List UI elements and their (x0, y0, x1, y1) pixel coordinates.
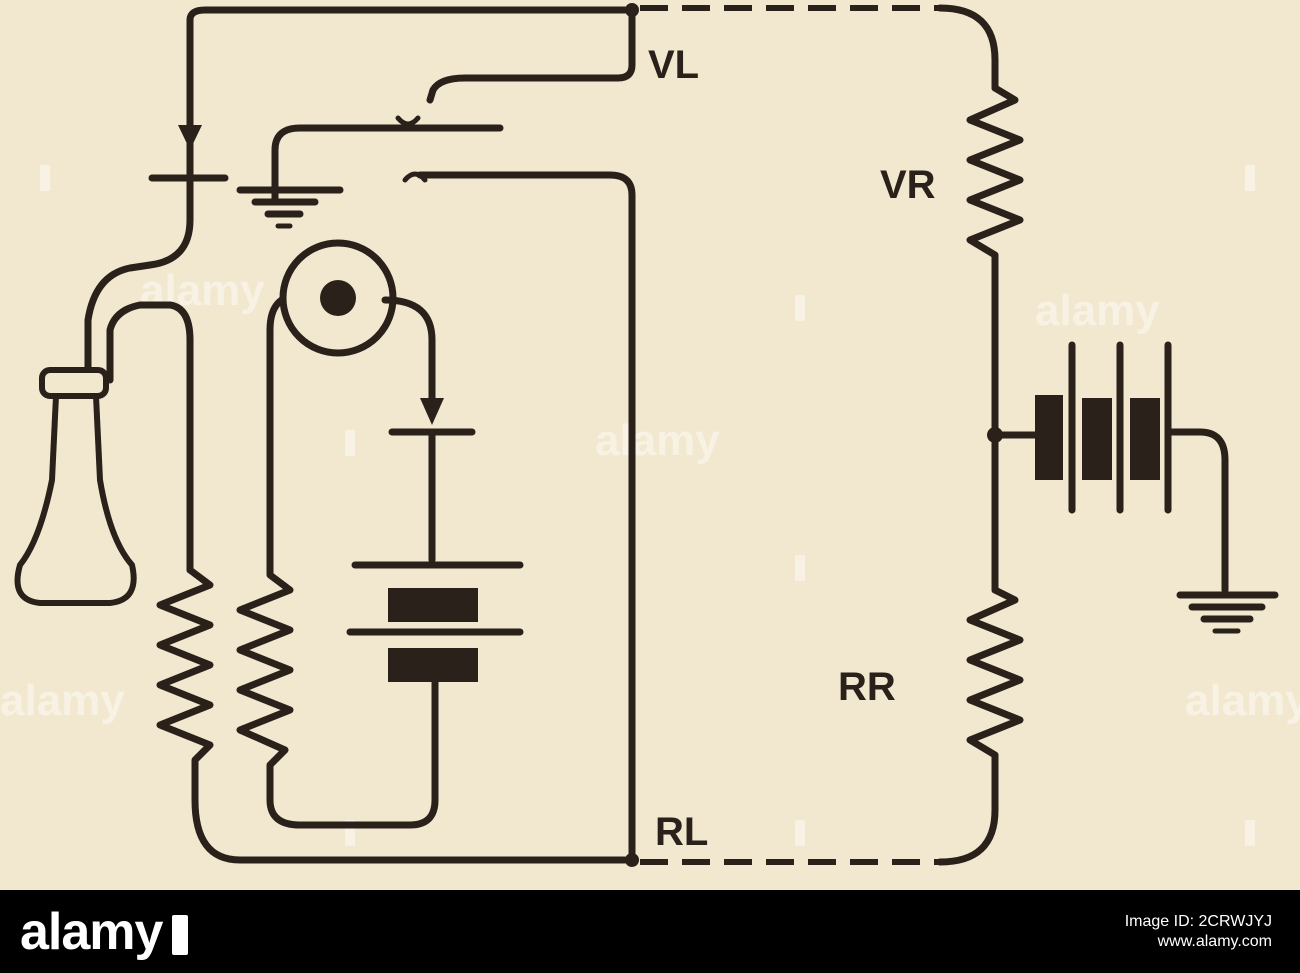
line-bell-right (381, 296, 436, 409)
arrow-down-right (420, 398, 444, 425)
watermark-mark (345, 430, 355, 456)
switch-spring-lever (271, 124, 504, 204)
label-vr: VR (880, 163, 936, 207)
watermark-mark (795, 555, 805, 581)
resistor-rr (966, 586, 1024, 774)
watermark-mark (1245, 165, 1255, 191)
line-vl-right-wire (936, 4, 999, 92)
watermark-text: alamy (0, 676, 125, 725)
ground-symbol-switch (236, 186, 344, 229)
watermark-mark (795, 295, 805, 321)
label-rr: RR (838, 665, 896, 709)
line-rl-right-wire (936, 766, 999, 866)
image-id: Image ID: 2CRWJYJ (1124, 913, 1272, 931)
coil-secondary (236, 326, 439, 829)
central-battery-icon (991, 341, 1172, 514)
watermark-mark (795, 820, 805, 846)
coil-primary (156, 566, 629, 864)
watermark-text: alamy (1035, 286, 1160, 335)
arrow-down-left (178, 125, 202, 150)
footer-bar: alamy Image ID: 2CRWJYJ www.alamy.com (0, 890, 1300, 973)
circuit-diagram: alamy alamy alamy alamy alamy VL (0, 3, 1300, 867)
brand-wordmark: alamy (20, 902, 163, 961)
line-to-transmitter-left (84, 174, 194, 384)
watermark-text: alamy (595, 416, 720, 465)
resistor-vr (966, 84, 1024, 274)
watermark-mark (1245, 820, 1255, 846)
watermark-mark (40, 165, 50, 191)
label-vl: VL (648, 43, 699, 87)
watermark-layer: alamy alamy alamy alamy alamy (0, 165, 1300, 846)
line-vl-wire (186, 6, 629, 182)
transmitter-icon (14, 367, 137, 606)
line-battery-to-ground (1164, 428, 1229, 594)
footer-info: Image ID: 2CRWJYJ www.alamy.com (1125, 912, 1272, 950)
watermark-text: alamy (1185, 676, 1300, 725)
watermark-mark (345, 820, 355, 846)
brand-mark-icon (172, 914, 189, 955)
receiver-icon (279, 239, 397, 357)
brand-logo: alamy (20, 902, 189, 962)
site-url-link[interactable]: www.alamy.com (1157, 932, 1272, 950)
switch-contact-upper (395, 115, 421, 127)
label-rl: RL (655, 810, 708, 854)
ground-symbol-battery (1176, 591, 1279, 634)
line-vl-drop (426, 6, 636, 104)
line-transmitter-right (106, 301, 194, 574)
local-battery-icon (346, 561, 524, 682)
junction-rl (625, 853, 639, 867)
line-switch-to-rl (416, 171, 636, 864)
circuit-drawing: alamy alamy alamy alamy alamy VL (0, 3, 1300, 867)
